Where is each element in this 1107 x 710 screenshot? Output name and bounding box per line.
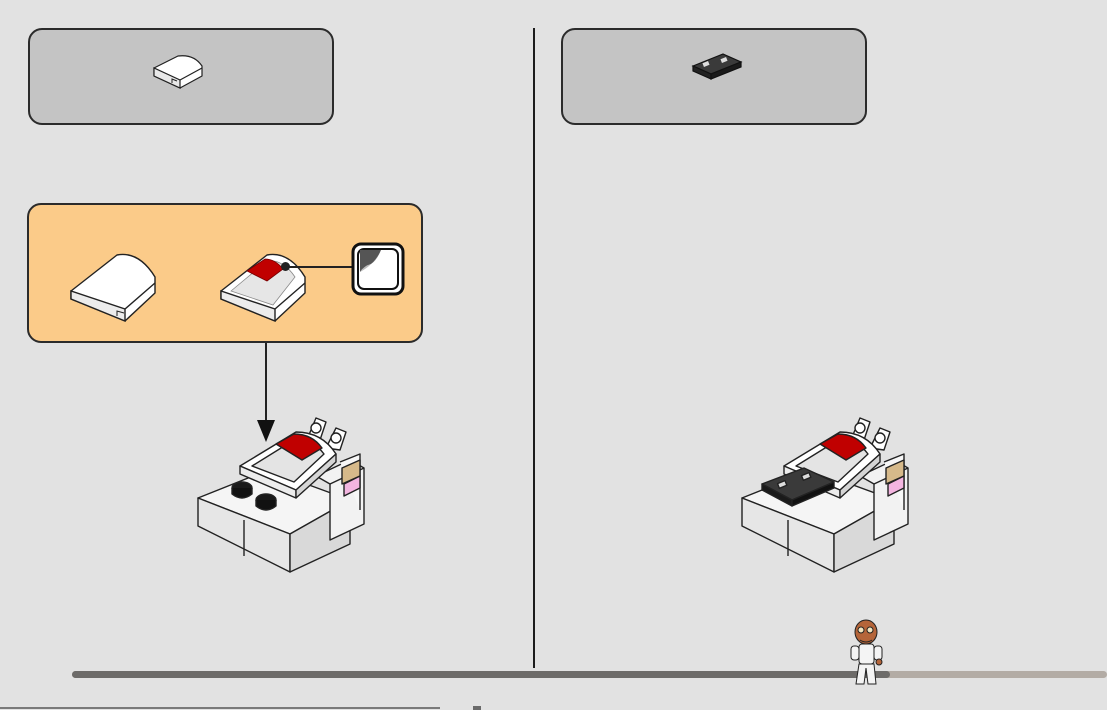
step-divider	[533, 28, 535, 668]
parts-callout-step-1	[28, 28, 334, 125]
sticker-leader-dot	[281, 262, 290, 271]
parts-callout-step-2	[561, 28, 867, 125]
sub-assembly-callout	[27, 203, 423, 343]
model-step-1	[190, 414, 370, 578]
curved-slope-plain-icon	[67, 247, 167, 331]
footer-mark	[473, 706, 481, 710]
curved-slope-part-icon	[150, 50, 210, 94]
placement-arrow-shaft	[265, 343, 267, 423]
footer-rule	[0, 707, 440, 709]
black-tile-part-icon	[691, 52, 743, 84]
model-step-2	[734, 414, 914, 578]
curved-slope-decorated-icon	[217, 247, 317, 331]
sticker-icon	[351, 242, 405, 296]
progress-fill	[72, 671, 890, 678]
minifigure-progress-marker	[846, 618, 890, 690]
sticker-leader-line	[285, 266, 353, 268]
